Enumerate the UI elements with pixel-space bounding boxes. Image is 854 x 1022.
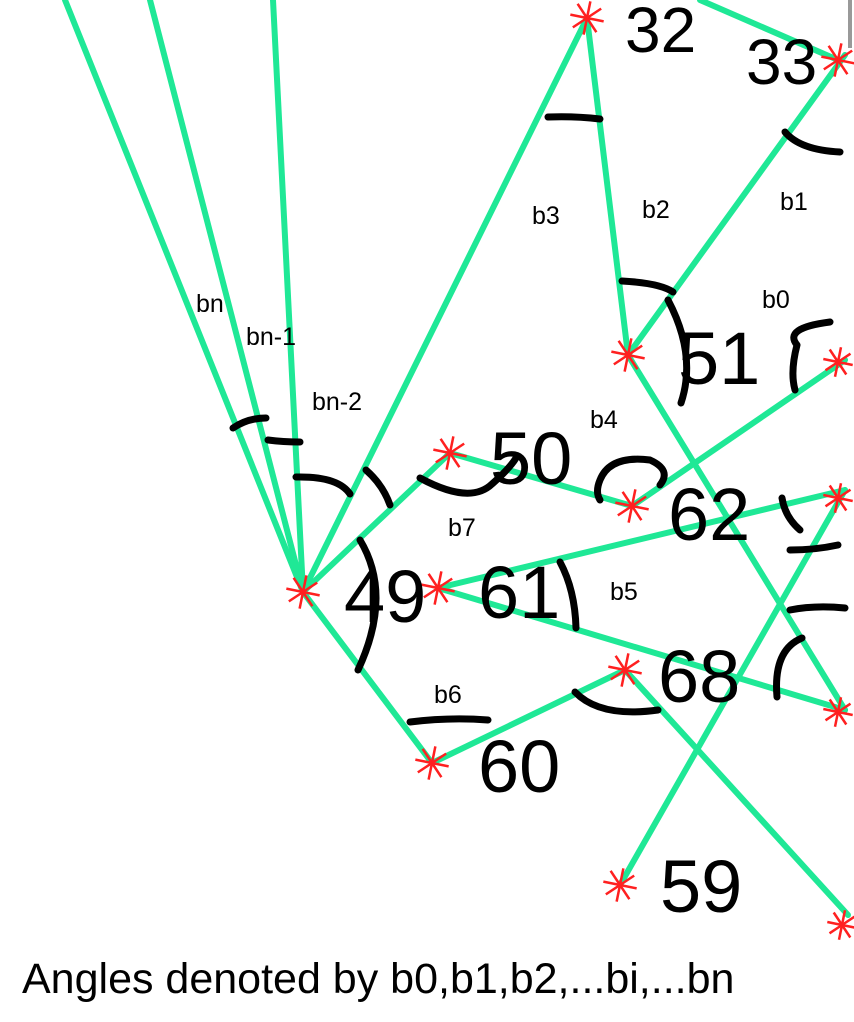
node-label-59: 59 (660, 845, 742, 928)
node-marker (433, 436, 467, 470)
node-marker-layer (286, 1, 854, 940)
angle-arc (786, 541, 842, 554)
node-label-33: 33 (746, 26, 817, 98)
angle-arc (773, 634, 806, 701)
angle-arc (778, 494, 804, 534)
edge-49-60 (300, 589, 435, 766)
angle-arc (594, 455, 668, 504)
edge-61-r490 (435, 487, 848, 591)
angle-arc (618, 277, 677, 296)
node-marker (823, 697, 853, 727)
node-marker (823, 347, 853, 377)
node-label-62: 62 (668, 473, 750, 556)
edge-51-r700 (625, 352, 848, 713)
angle-label-b3: b3 (532, 202, 560, 230)
angle-label-bn-1: bn-1 (246, 323, 296, 351)
node-marker (611, 338, 645, 372)
node-label-32: 32 (625, 0, 696, 66)
angle-label-b4: b4 (590, 406, 618, 434)
angle-arc (292, 473, 354, 498)
edge-51-e33 (625, 52, 848, 358)
angle-arc (786, 603, 849, 614)
node-label-layer: 32 33 51 50 62 49 61 68 60 59 (344, 0, 817, 928)
node-marker (827, 910, 854, 940)
edge-tl1-49 (62, 0, 306, 595)
node-label-49: 49 (344, 555, 426, 638)
angle-label-b2: b2 (642, 196, 670, 224)
edge-layer (62, 0, 852, 918)
angle-arc (544, 113, 604, 123)
angle-arc (789, 318, 834, 394)
angle-label-bn: bn (196, 290, 224, 318)
caption: Angles denoted by b0,b1,b2,...bi,...bn (22, 955, 735, 1003)
angle-label-bn-2: bn-2 (312, 388, 362, 416)
edge-32-51 (584, 15, 631, 358)
node-label-61: 61 (478, 551, 560, 634)
angle-label-b6: b6 (434, 681, 462, 709)
angle-arc (229, 414, 270, 432)
edge-59-r490 (617, 487, 848, 888)
angle-arc (264, 436, 304, 446)
angle-arc (406, 715, 492, 726)
angle-label-b5: b5 (610, 578, 638, 606)
edge-tl2-49 (147, 0, 306, 595)
angle-arc (664, 296, 691, 407)
edge-62-r360 (629, 357, 848, 509)
node-label-51: 51 (678, 317, 760, 400)
angle-arc (781, 128, 844, 156)
angle-arc (571, 688, 662, 716)
node-marker (286, 575, 320, 609)
node-marker (415, 746, 449, 780)
node-label-60: 60 (478, 725, 560, 808)
node-marker (608, 653, 642, 687)
node-marker (603, 868, 637, 902)
angle-arc (354, 536, 380, 674)
angle-label-b1: b1 (780, 188, 808, 216)
edge-tl3-49 (270, 0, 306, 595)
angle-arc (416, 454, 520, 497)
node-label-50: 50 (490, 417, 572, 500)
angle-arc (556, 558, 580, 632)
edge-68-r920 (622, 667, 851, 918)
node-marker (421, 571, 455, 605)
angle-label-layer: b0 b1 b2 b3 b4 b5 b6 b7 bn bn-1 bn-2 (196, 188, 808, 709)
node-label-68: 68 (658, 635, 740, 718)
edge-49-32 (300, 15, 590, 595)
node-marker (570, 1, 604, 35)
angle-arc-layer (229, 113, 849, 726)
node-marker (615, 489, 649, 523)
edge-t700-33 (697, 0, 841, 63)
edge-60-68 (429, 667, 628, 766)
node-marker (823, 483, 853, 513)
angle-label-b7: b7 (448, 514, 476, 542)
angle-arc (362, 466, 394, 509)
node-marker (821, 43, 854, 77)
angle-label-b0: b0 (762, 286, 790, 314)
edge-49-50 (300, 450, 453, 595)
